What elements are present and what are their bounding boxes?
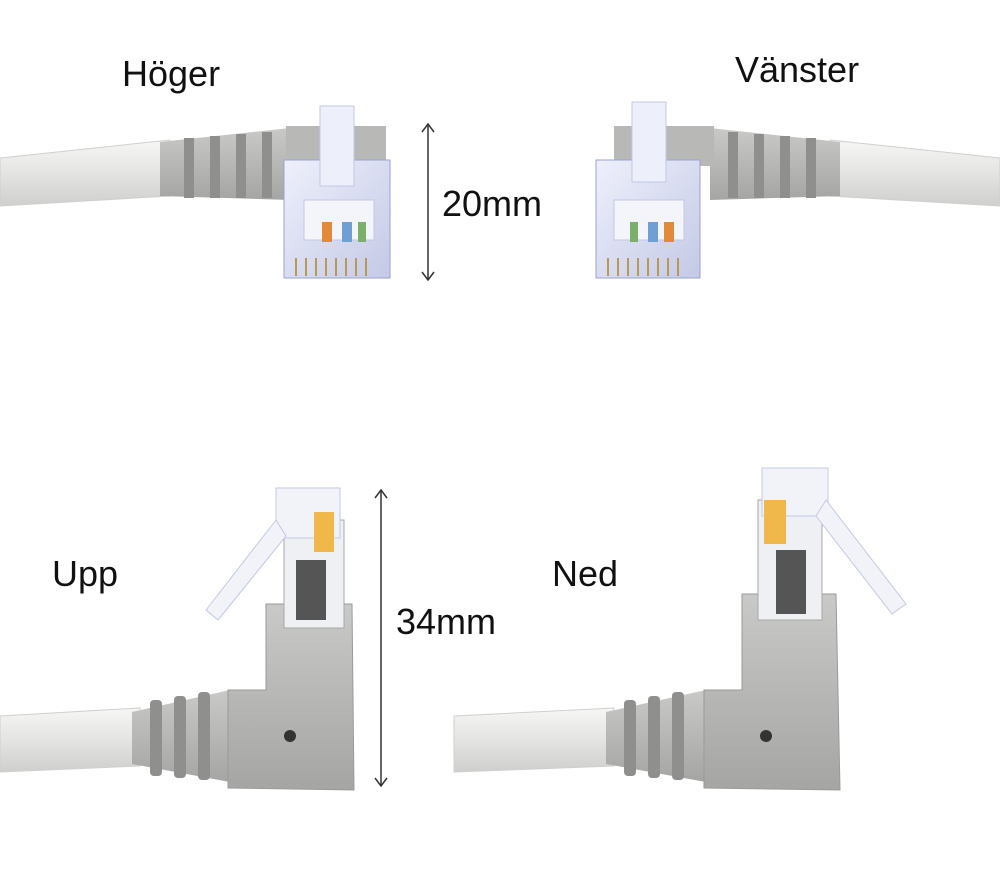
connector-up (0, 487, 355, 791)
connector-right (0, 105, 391, 279)
label-down: Ned (552, 553, 619, 594)
label-up: Upp (52, 553, 119, 594)
label-left: Vänster (735, 49, 860, 90)
dimension-arrow-20mm (421, 122, 435, 282)
dimension-label-34mm: 34mm (396, 601, 497, 642)
connector-down (453, 467, 907, 791)
connector-left (595, 101, 1000, 279)
dimension-arrow-34mm (374, 488, 388, 788)
dimension-label-20mm: 20mm (442, 183, 543, 224)
label-right: Höger (122, 53, 221, 94)
